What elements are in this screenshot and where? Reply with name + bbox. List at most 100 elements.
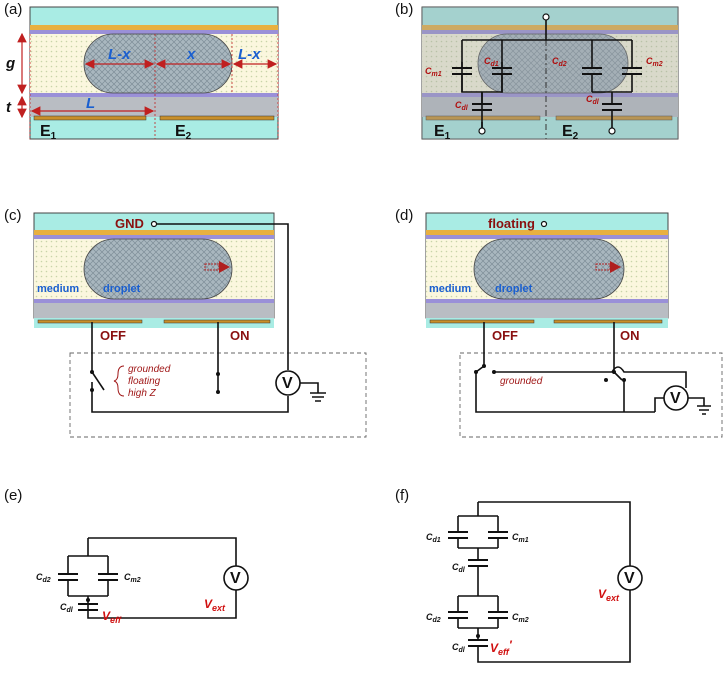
cm1-label-f: Cm1 (512, 532, 529, 544)
upper-parallel-f (457, 502, 499, 560)
voltmeter-label-e: V (230, 570, 241, 587)
brace-item-grounded: grounded (128, 364, 171, 375)
e1-label: E1 (40, 123, 57, 142)
bottom-coating-layer (30, 93, 278, 97)
panel-d-label: (d) (395, 207, 413, 224)
off-label-c: OFF (100, 328, 126, 343)
top-electrode-layer-d (426, 230, 668, 235)
e2-label-b: E2 (562, 123, 579, 142)
droplet-label-d: droplet (495, 283, 533, 295)
voltmeter-label-c: V (282, 375, 293, 392)
cd2-label-f: Cd2 (426, 612, 441, 624)
brace-item-floating: floating (128, 376, 161, 387)
floating-label-d: floating (488, 216, 535, 231)
electrode-e1-b (425, 115, 541, 121)
brace-item-highz: high Z (128, 388, 157, 399)
control-box-d (459, 352, 723, 438)
base-c (34, 318, 274, 328)
top-dielectric-layer (30, 30, 278, 34)
voltmeter-label-d: V (670, 390, 681, 407)
switch-on-pivot-c (216, 372, 220, 376)
vext-label-f: Vext (598, 587, 620, 603)
veff-label-f: Veff′ (490, 638, 513, 657)
top-wire-e (88, 537, 237, 566)
ground-symbol-d (688, 397, 711, 415)
panel-a: (a) g t L L-x x L-x E1 E2 (4, 1, 279, 142)
ground-symbol-c (300, 382, 326, 402)
parallel-branch-e (67, 538, 109, 604)
electrode-e2-b (555, 115, 673, 121)
switch-off-pivot-c (90, 370, 94, 374)
meter-lead-d (654, 397, 664, 412)
switch-on-contact-c (216, 390, 220, 394)
voltmeter-e (223, 565, 249, 591)
panel-c-label: (c) (4, 207, 22, 224)
grounded-label-d: grounded (500, 376, 543, 387)
top-electrode-layer-c (34, 230, 274, 235)
electrode-off-strip-d (429, 319, 535, 324)
panel-e-label: (e) (4, 487, 22, 504)
left-branch-legs (461, 62, 503, 92)
base-d (426, 318, 668, 328)
dielectric-layer (30, 97, 278, 117)
cd1-label-f: Cd1 (426, 532, 441, 544)
gnd-wire-c (157, 223, 289, 370)
dim-x-label: x (186, 46, 196, 63)
droplet-c (83, 238, 233, 300)
voltmeter-label-f: V (624, 570, 635, 587)
cdl-mid-label-f: Cdl (452, 562, 466, 574)
voltmeter-f (617, 565, 643, 591)
droplet-d (473, 238, 625, 300)
e2-label: E2 (175, 123, 192, 142)
panel-f: (f) V Cd1 Cm1 Cdl Cd2 Cm2 Cdl Veff′ Vext (395, 487, 643, 663)
top-dielectric-layer-b (422, 30, 678, 34)
electrode-e2 (159, 115, 275, 121)
panel-b-label: (b) (395, 1, 413, 18)
terminal-e2-b (608, 127, 616, 135)
bottom-coating-layer-d (426, 299, 668, 303)
panel-a-label: (a) (4, 1, 22, 18)
motion-arrow-d (610, 261, 621, 273)
top-dielectric-layer-c (34, 235, 274, 239)
panel-c: (c) medium droplet GND OFF ON V (4, 207, 367, 438)
droplet-b (477, 33, 629, 94)
right-branch-b (591, 40, 633, 128)
top-dielectric-layer-d (426, 235, 668, 239)
cdl-right-label: Cdl (586, 94, 600, 106)
cm1-label: Cm1 (425, 66, 442, 78)
off-label-d: OFF (492, 328, 518, 343)
cm2-label: Cm2 (646, 56, 663, 68)
dim-t-label: t (6, 99, 12, 116)
floating-terminal-d (540, 220, 548, 228)
electrode-on-strip-d (553, 319, 663, 324)
cm2-label-f: Cm2 (512, 612, 529, 624)
on-contact-a-d (604, 378, 608, 382)
veff-label-e: Veff (102, 609, 122, 625)
medium-label-d: medium (429, 283, 471, 295)
cd1-label: Cd1 (484, 56, 499, 68)
electrode-off-strip-c (37, 319, 143, 324)
top-bus-b (462, 20, 632, 41)
bottom-wire-f (477, 590, 631, 663)
bottom-bus-c (91, 390, 289, 413)
electrode-e1 (33, 115, 147, 121)
droplet-label-c: droplet (103, 283, 141, 295)
medium-label-c: medium (37, 283, 79, 295)
gnd-label-c: GND (115, 216, 144, 231)
dielectric-layer-d (426, 303, 668, 318)
bottom-coating-layer-c (34, 299, 274, 303)
panel-f-label: (f) (395, 487, 409, 504)
panel-d: (d) medium droplet floating OFF ON groun… (395, 207, 723, 438)
on-label-c: ON (230, 328, 250, 343)
gnd-terminal-c (150, 220, 158, 228)
e1-label-b: E1 (434, 123, 451, 142)
top-wire-f (478, 501, 631, 566)
top-electrode-layer (30, 25, 278, 30)
cm2-label-e: Cm2 (124, 572, 141, 584)
panel-e: (e) V Cd2 Cm2 Cdl Veff Vext (4, 487, 249, 625)
dim-Lx-right-label: L-x (238, 46, 261, 63)
dielectric-layer-b (422, 97, 678, 117)
dim-Lx-left-label: L-x (108, 46, 131, 63)
top-terminal-b (542, 13, 550, 21)
